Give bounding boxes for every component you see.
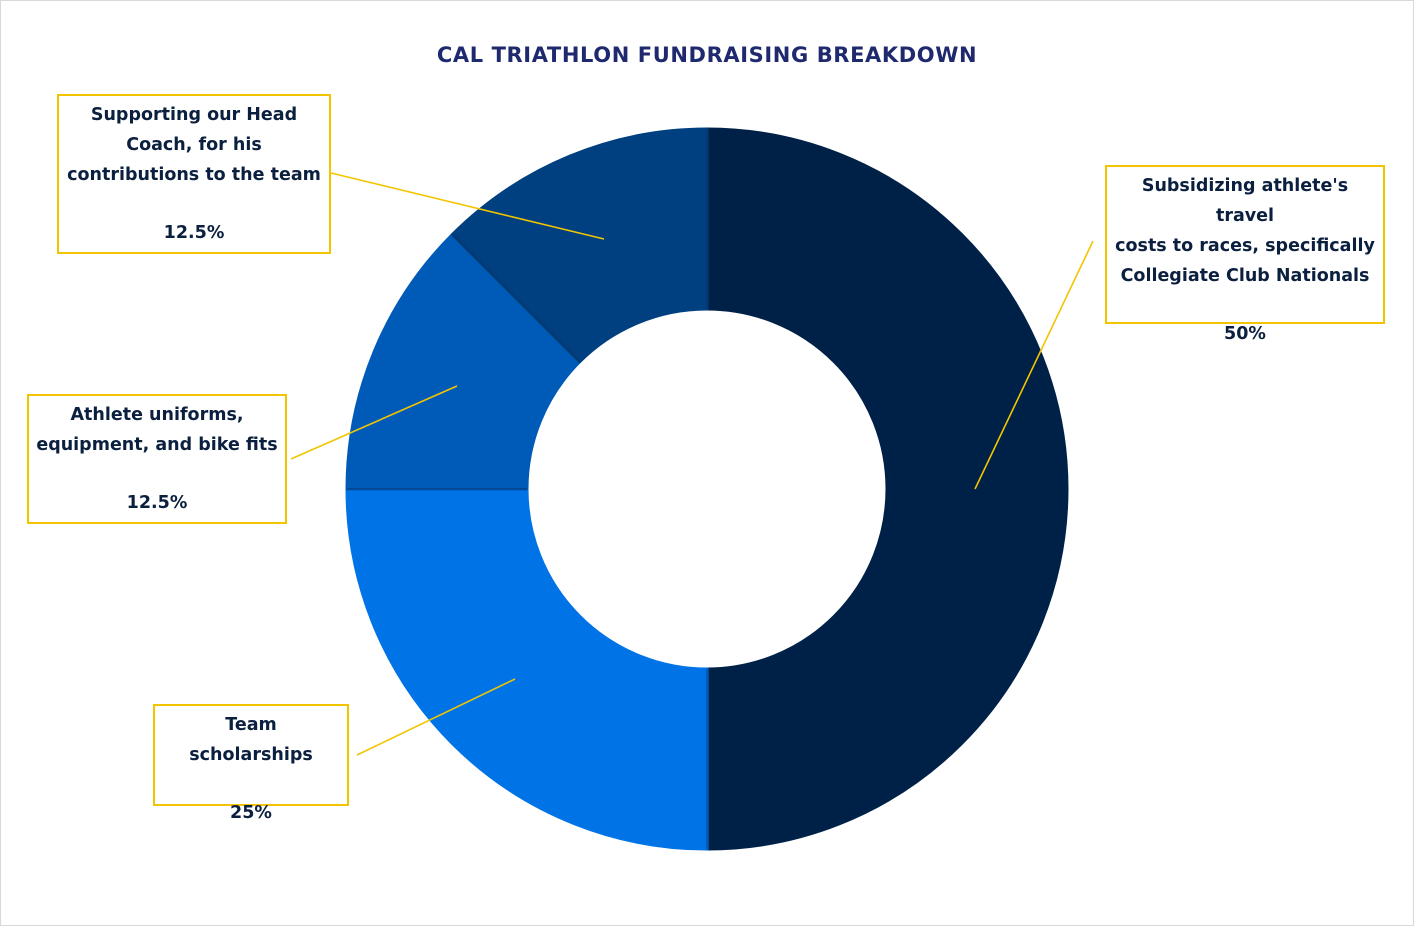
slice-label-uniforms: Athlete uniforms, equipment, and bike fi… (27, 394, 287, 524)
slice-value-label: 50% (1224, 324, 1266, 344)
slice-label-head-coach: Supporting our Head Coach, for his contr… (57, 94, 331, 254)
slice-label-text: Athlete uniforms, equipment, and bike fi… (36, 405, 278, 455)
leader-line-slice-scholarships (356, 678, 516, 756)
slice-label-text: Team scholarships (189, 715, 313, 765)
leader-line-slice-uniforms (290, 385, 458, 460)
slice-label-text: Supporting our Head Coach, for his contr… (67, 105, 321, 185)
slice-label-travel: Subsidizing athlete's travel costs to ra… (1105, 165, 1385, 344)
leader-line-slice-travel (974, 240, 1094, 490)
slice-scholarships (345, 487, 709, 851)
slice-value-label: 12.5% (163, 223, 225, 243)
slice-travel (705, 127, 1069, 851)
chart-title: CAL TRIATHLON FUNDRAISING BREAKDOWN (436, 43, 978, 67)
leader-line-slice-head-coach (330, 172, 605, 240)
slice-head-coach (450, 127, 709, 364)
slice-separator (451, 233, 581, 363)
slice-label-scholarships: Team scholarships 25% (153, 704, 349, 823)
slice-label-text: Subsidizing athlete's travel costs to ra… (1115, 176, 1375, 286)
slice-uniforms (345, 232, 582, 491)
slice-value-label: 12.5% (126, 493, 188, 513)
slice-value-label: 25% (230, 803, 272, 823)
